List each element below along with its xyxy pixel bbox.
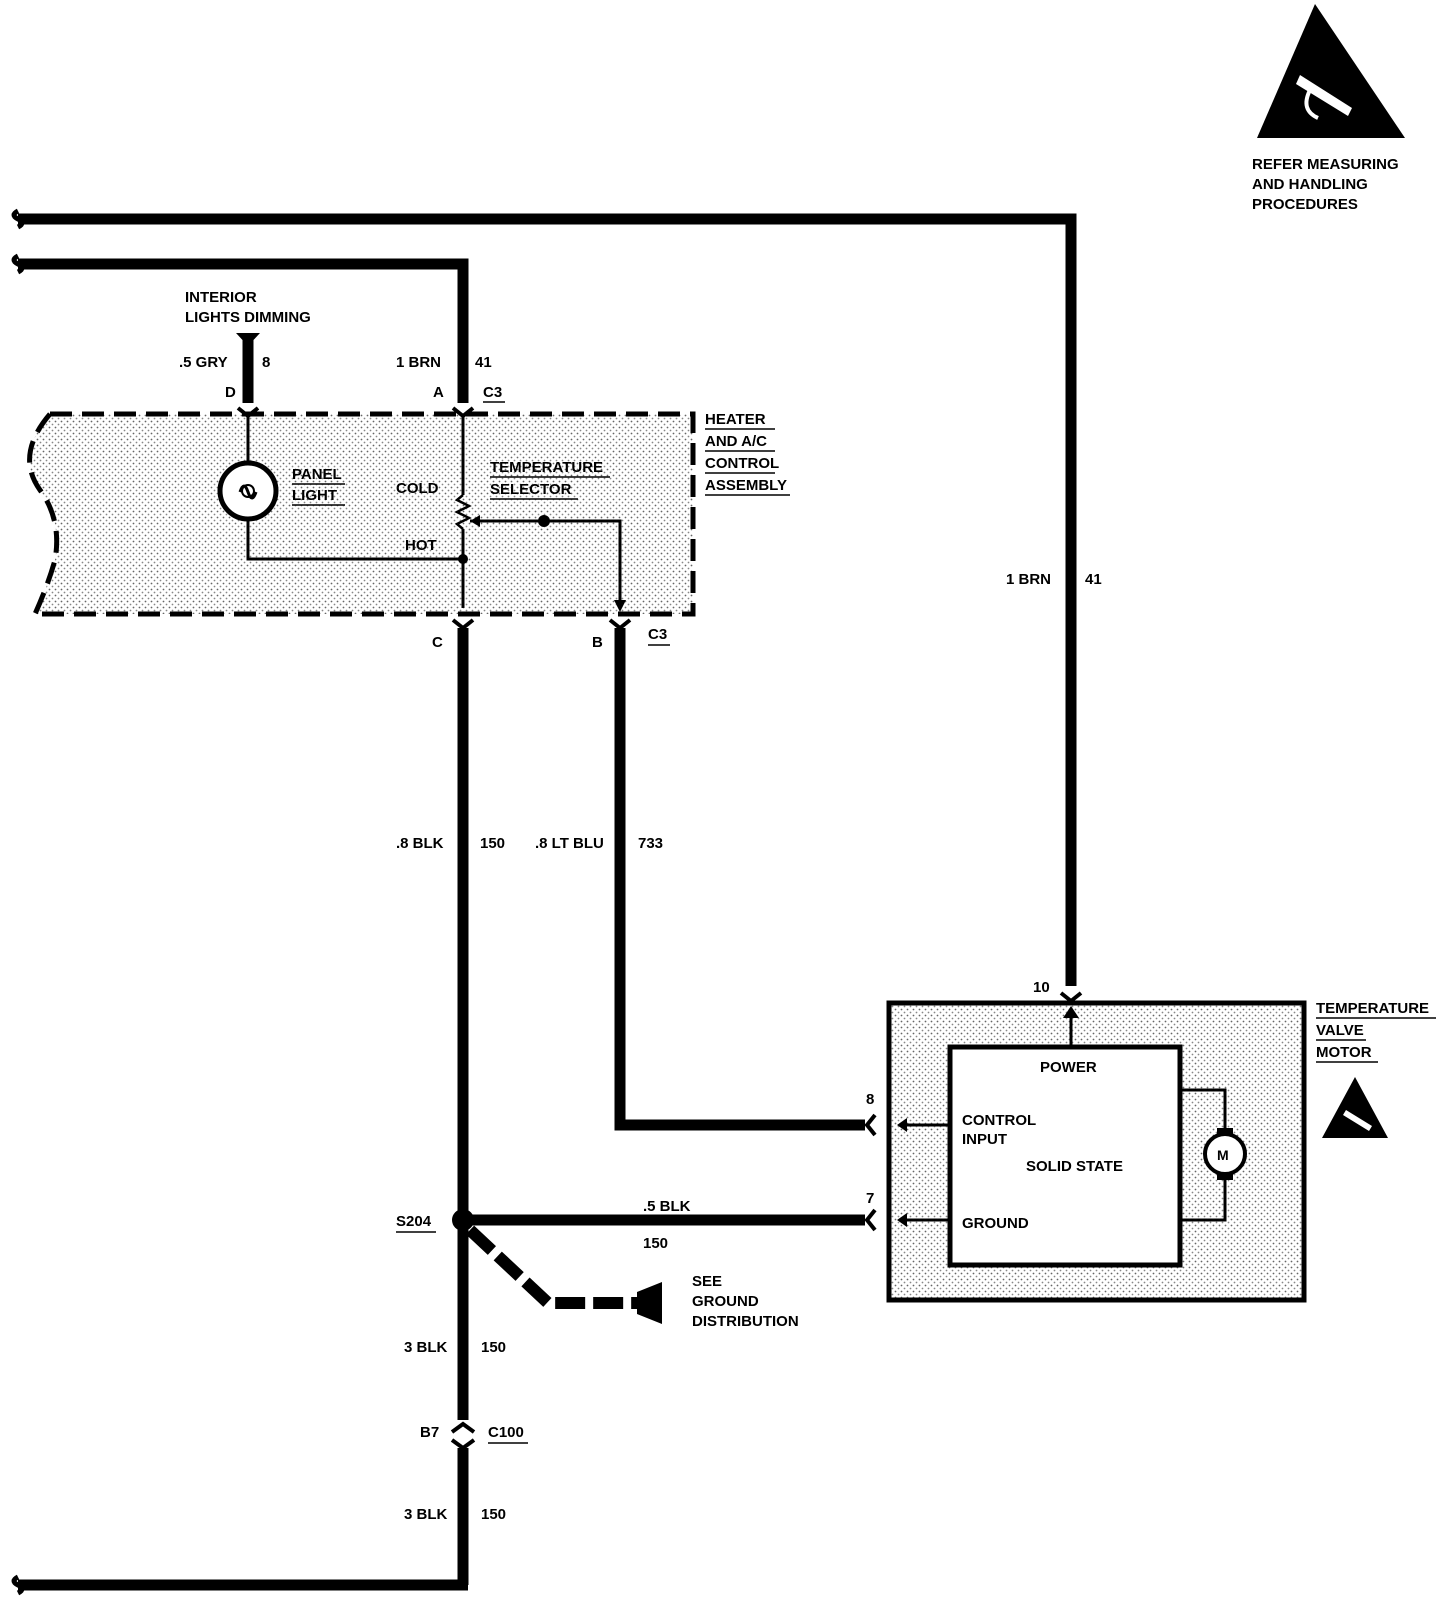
svg-text:C: C [432,634,443,651]
svg-text:LIGHTS DIMMING: LIGHTS DIMMING [185,309,311,326]
svg-text:1 BRN: 1 BRN [1006,571,1051,588]
svg-text:.8 LT BLU: .8 LT BLU [535,835,604,852]
svg-text:.8 BLK: .8 BLK [396,835,444,852]
connector-c100 [11,1421,476,1596]
svg-text:HOT: HOT [405,537,437,554]
svg-text:INPUT: INPUT [962,1131,1007,1148]
svg-text:S204: S204 [396,1213,432,1230]
lamp-icon [217,416,463,561]
esd-warning-icon [1257,4,1405,138]
temperature-selector [454,416,626,612]
heater-ac-control-assembly [27,411,696,617]
motor-icon: M [1180,1088,1247,1222]
interior-lights-label: INTERIOR LIGHTS DIMMING [185,289,311,326]
svg-text:SOLID STATE: SOLID STATE [1026,1158,1123,1175]
svg-text:CONTROL: CONTROL [962,1112,1036,1129]
svg-text:TEMPERATURE: TEMPERATURE [490,459,603,476]
svg-text:AND HANDLING: AND HANDLING [1252,176,1368,193]
svg-text:GROUND: GROUND [962,1215,1029,1232]
svg-text:ASSEMBLY: ASSEMBLY [705,477,787,494]
svg-text:DISTRIBUTION: DISTRIBUTION [692,1313,799,1330]
wire-ltblu-733 [614,628,865,1131]
esd-warning-icon [1322,1077,1388,1138]
esd-notice: REFER MEASURING AND HANDLING PROCEDURES [1252,156,1399,213]
wire-gry-8 [236,333,260,403]
heater-assembly-label: HEATER AND A/C CONTROL ASSEMBLY [705,411,790,496]
svg-text:AND A/C: AND A/C [705,433,767,450]
svg-text:M: M [1217,1147,1229,1163]
svg-text:B7: B7 [420,1424,439,1441]
svg-text:8: 8 [866,1091,874,1108]
svg-text:HEATER: HEATER [705,411,766,428]
svg-text:3 BLK: 3 BLK [404,1506,448,1523]
svg-text:150: 150 [481,1506,506,1523]
svg-text:C100: C100 [488,1424,524,1441]
svg-text:.5 GRY: .5 GRY [179,354,228,371]
svg-text:LIGHT: LIGHT [292,487,337,504]
svg-text:PROCEDURES: PROCEDURES [1252,196,1358,213]
svg-text:B: B [592,634,603,651]
svg-text:150: 150 [481,1339,506,1356]
svg-text:733: 733 [638,835,663,852]
svg-text:REFER MEASURING: REFER MEASURING [1252,156,1399,173]
svg-text:VALVE: VALVE [1316,1022,1364,1039]
svg-text:C3: C3 [648,626,667,643]
panel-light-label: PANEL LIGHT [292,466,345,506]
wire-brn-41-heater [11,253,469,403]
motor-title: TEMPERATURE VALVE MOTOR [1316,1000,1436,1063]
svg-text:D: D [225,384,236,401]
svg-text:41: 41 [1085,571,1102,588]
svg-text:10: 10 [1033,979,1050,996]
svg-text:CONTROL: CONTROL [705,455,779,472]
svg-text:8: 8 [262,354,270,371]
svg-text:PANEL: PANEL [292,466,342,483]
wire-brn-41-motor [11,208,1077,986]
svg-text:MOTOR: MOTOR [1316,1044,1372,1061]
svg-text:INTERIOR: INTERIOR [185,289,257,306]
svg-text:150: 150 [643,1235,668,1252]
svg-text:150: 150 [480,835,505,852]
svg-text:A: A [433,384,444,401]
svg-text:7: 7 [866,1190,874,1207]
svg-text:C3: C3 [483,384,502,401]
splice-s204 [452,1209,865,1420]
svg-text:.5 BLK: .5 BLK [643,1198,691,1215]
svg-text:COLD: COLD [396,480,439,497]
temperature-selector-label: TEMPERATURE SELECTOR [490,459,610,500]
svg-text:1 BRN: 1 BRN [396,354,441,371]
svg-text:41: 41 [475,354,492,371]
svg-text:3 BLK: 3 BLK [404,1339,448,1356]
svg-text:SELECTOR: SELECTOR [490,481,572,498]
svg-text:GROUND: GROUND [692,1293,759,1310]
svg-text:POWER: POWER [1040,1059,1097,1076]
ground-distribution-ref: SEE GROUND DISTRIBUTION [692,1273,799,1330]
svg-text:TEMPERATURE: TEMPERATURE [1316,1000,1429,1017]
svg-text:SEE: SEE [692,1273,722,1290]
